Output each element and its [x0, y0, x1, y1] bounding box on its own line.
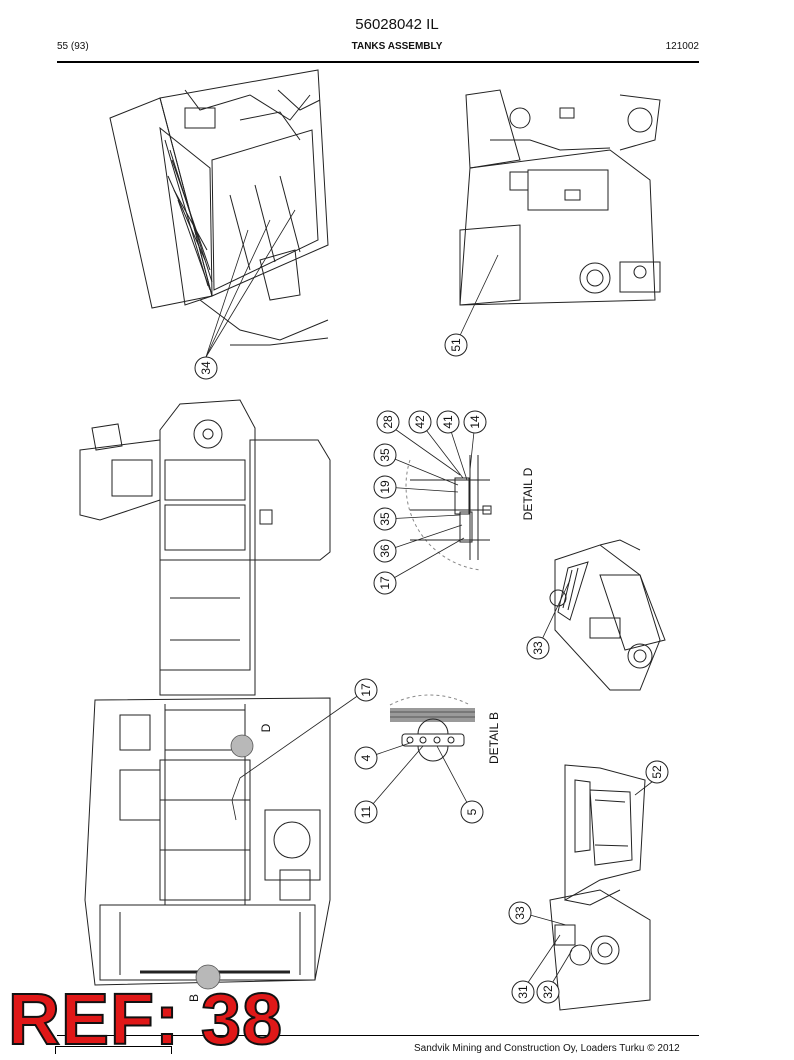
callout-31	[511, 980, 535, 1004]
callout-42	[408, 410, 432, 434]
callout-4	[354, 746, 378, 770]
callout-34-number: 34	[199, 361, 213, 375]
callout-51-leader	[455, 254, 499, 345]
callout-5	[460, 800, 484, 824]
callout-33b	[508, 901, 532, 925]
detail-b-leaders	[365, 742, 473, 813]
callout-14-number: 14	[468, 415, 482, 429]
callout-32-number: 32	[541, 985, 555, 999]
callout-19	[373, 475, 397, 499]
callout-17b-number: 17	[359, 683, 373, 697]
callout-17b	[354, 678, 378, 702]
callout-35a	[373, 443, 397, 467]
callout-35a-number: 35	[378, 448, 392, 462]
callout-52-number: 52	[650, 765, 664, 779]
callout-33b-number: 33	[513, 906, 527, 920]
callout-51	[444, 333, 468, 357]
callout-28-number: 28	[381, 415, 395, 429]
callout-35b	[373, 507, 397, 531]
callout-33a-leader	[537, 579, 571, 649]
callout-17a-number: 17	[378, 576, 392, 590]
callout-28	[376, 410, 400, 434]
callout-4-number: 4	[359, 754, 373, 761]
frame-perspective-view	[459, 89, 661, 306]
callout-17b-leader	[239, 689, 367, 779]
callout-31-number: 31	[516, 985, 530, 999]
bracket-assembly-view	[549, 764, 651, 1011]
header-rule	[57, 61, 699, 63]
detail-b-view	[389, 694, 475, 762]
callout-34-leaders	[205, 209, 296, 358]
callout-36	[373, 539, 397, 563]
callout-51-number: 51	[449, 338, 463, 352]
company-logo	[55, 1046, 172, 1054]
callout-33a	[526, 636, 550, 660]
callout-42-number: 42	[413, 415, 427, 429]
view-b-label: B	[187, 994, 201, 1002]
document-number: 56028042 IL	[355, 16, 439, 33]
callout-34	[194, 356, 218, 380]
detail-b-label: DETAIL B	[487, 712, 501, 764]
callout-52	[645, 760, 669, 784]
callout-11-number: 11	[359, 805, 373, 818]
detail-d-marker	[230, 734, 254, 758]
footer-copyright: Sandvik Mining and Construction Oy, Load…	[414, 1043, 680, 1054]
callout-36-number: 36	[378, 544, 392, 558]
callout-33a-number: 33	[531, 641, 545, 655]
tank-perspective-view	[109, 69, 329, 346]
callout-32	[536, 980, 560, 1004]
page-title: TANKS ASSEMBLY	[351, 41, 443, 52]
machine-top-view	[79, 399, 331, 986]
view-d-label: D	[259, 723, 273, 732]
callout-41	[436, 410, 460, 434]
ref-watermark: REF: 38	[7, 979, 284, 1060]
callout-19-number: 19	[378, 480, 392, 494]
detail-b-marker	[195, 964, 221, 990]
callout-5-number: 5	[465, 808, 479, 815]
callout-35b-number: 35	[378, 512, 392, 526]
callout-14	[463, 410, 487, 434]
detail-d-view	[405, 455, 492, 571]
callout-11	[354, 800, 378, 824]
revision-date: 121002	[665, 41, 699, 52]
callout-41-number: 41	[441, 415, 455, 429]
callout-17a	[373, 571, 397, 595]
tank-module-view	[549, 539, 666, 691]
footer-rule	[57, 1035, 699, 1036]
page-number: 55 (93)	[57, 41, 89, 52]
detail-d-leaders	[384, 421, 476, 584]
detail-d-label: DETAIL D	[521, 467, 535, 520]
